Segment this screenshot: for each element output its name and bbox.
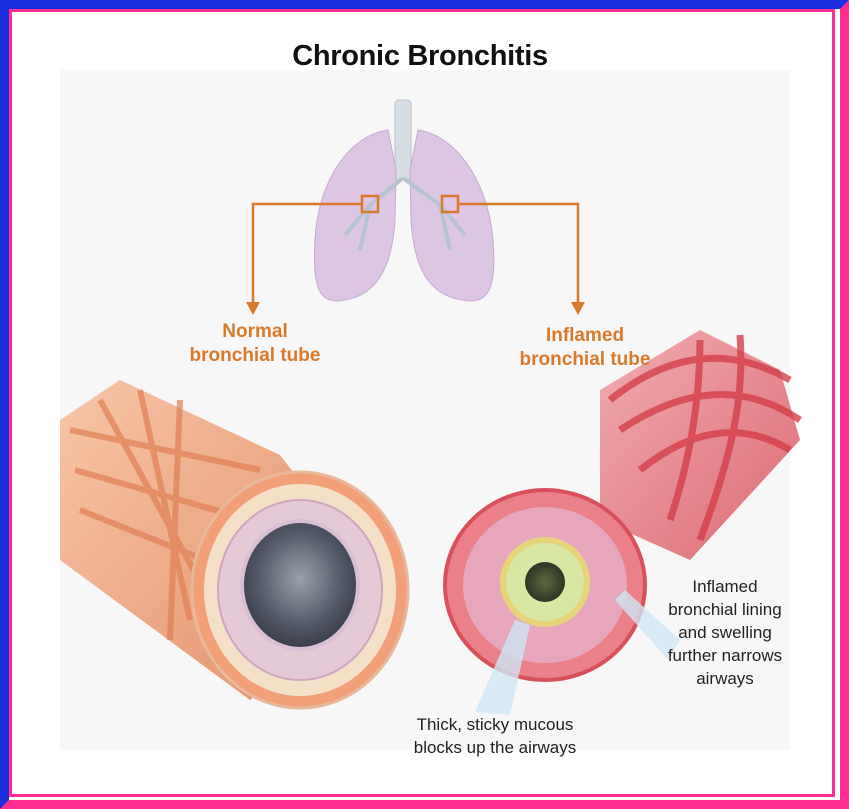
normal-label-line2: bronchial tube	[160, 344, 350, 368]
trachea	[395, 100, 411, 180]
lining-line-5: airways	[650, 667, 800, 690]
normal-label-line1: Normal	[160, 320, 350, 344]
inflamed-airway-lumen	[525, 562, 565, 602]
mucous-line-1: Thick, sticky mucous	[365, 713, 625, 736]
mucous-callout-text: Thick, sticky mucous blocks up the airwa…	[365, 713, 625, 759]
lining-line-1: Inflamed	[650, 575, 800, 598]
inflamed-tube-label: Inflamed bronchial tube	[490, 324, 680, 372]
mucous-line-2: blocks up the airways	[365, 736, 625, 759]
lining-line-2: bronchial lining	[650, 598, 800, 621]
lining-line-4: further narrows	[650, 644, 800, 667]
lining-line-3: and swelling	[650, 621, 800, 644]
inflamed-label-line2: bronchial tube	[490, 348, 680, 372]
lining-callout-text: Inflamed bronchial lining and swelling f…	[650, 575, 800, 690]
normal-airway-lumen	[242, 521, 358, 649]
normal-tube-label: Normal bronchial tube	[160, 320, 350, 368]
inflamed-label-line1: Inflamed	[490, 324, 680, 348]
